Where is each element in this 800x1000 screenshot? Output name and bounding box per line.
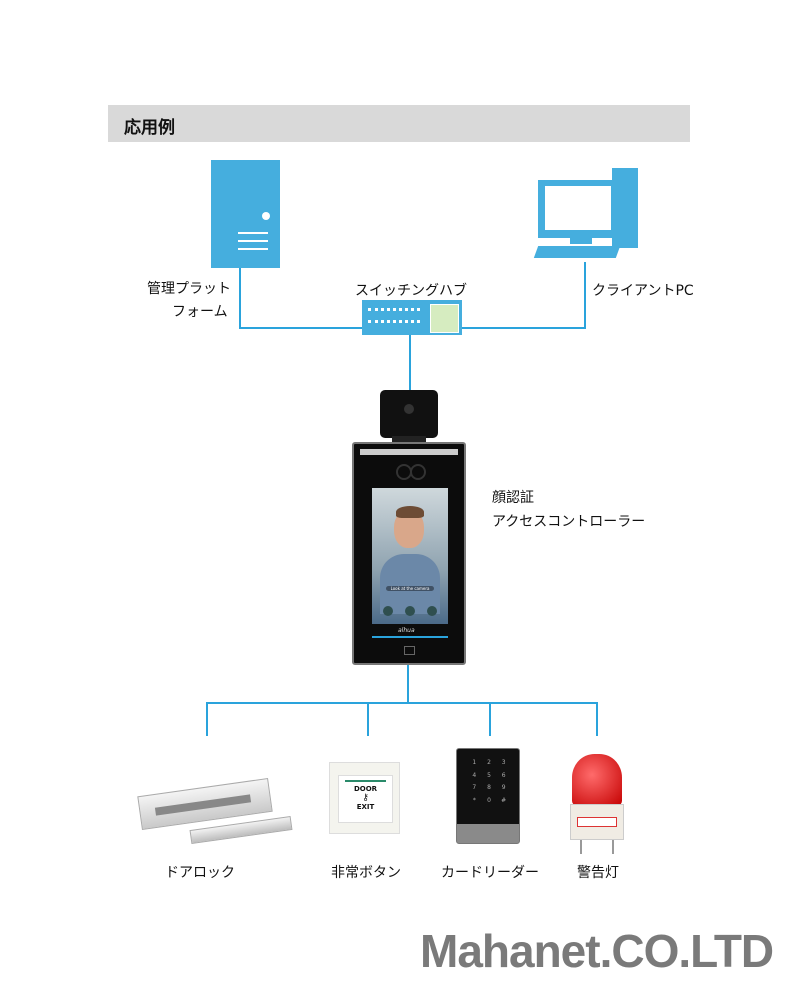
- key[interactable]: 0: [487, 796, 491, 804]
- key[interactable]: 3: [501, 759, 506, 766]
- controller-label-1: 顔認証: [492, 490, 534, 506]
- switching-hub-icon: [362, 300, 462, 335]
- connector-pc-h: [462, 327, 586, 329]
- exit-text-exit: EXIT: [356, 803, 375, 811]
- client-label: クライアントPC: [592, 283, 694, 299]
- door-lock-image: [135, 765, 295, 845]
- key[interactable]: 9: [501, 784, 506, 791]
- key[interactable]: 7: [472, 784, 477, 791]
- key[interactable]: 4: [472, 771, 477, 779]
- client-pc-icon: [530, 166, 640, 262]
- card-reader-image: 1 2 3 4 5 6 7 8 9 * 0 #: [456, 748, 520, 844]
- face-recognition-controller: Look at the camera alhua: [352, 442, 466, 665]
- section-header: 応用例: [108, 105, 690, 142]
- connector-pc: [584, 262, 586, 329]
- controller-label-2: アクセスコントローラー: [492, 514, 646, 530]
- key-icon: ⚷: [362, 793, 369, 803]
- connector-bus: [206, 702, 598, 704]
- key[interactable]: 5: [487, 771, 491, 779]
- brand-logo: alhua: [398, 627, 415, 634]
- connector-controller-down: [407, 665, 409, 703]
- thermal-camera-module: [380, 390, 438, 438]
- key[interactable]: #: [501, 796, 507, 804]
- connector-exit: [367, 702, 369, 736]
- watermark: Mahanet.CO.LTD: [420, 925, 774, 977]
- card-tap-icon: [404, 646, 415, 655]
- connector-server: [239, 268, 241, 329]
- key[interactable]: 2: [487, 759, 491, 766]
- exit-text-door: DOOR: [353, 785, 378, 793]
- key[interactable]: *: [472, 796, 476, 804]
- section-title: 応用例: [124, 118, 175, 138]
- connector-lock: [206, 702, 208, 736]
- connector-reader: [489, 702, 491, 736]
- key[interactable]: 1: [472, 759, 477, 766]
- alarm-lamp-label: 警告灯: [577, 865, 619, 881]
- key[interactable]: 8: [487, 784, 491, 791]
- server-icon: [211, 160, 280, 268]
- door-lock-label: ドアロック: [165, 865, 235, 881]
- server-label-1: 管理プラット: [147, 281, 231, 297]
- card-reader-label: カードリーダー: [441, 865, 539, 881]
- screen-prompt: Look at the camera: [386, 586, 434, 591]
- switch-label: スイッチングハブ: [355, 283, 467, 299]
- exit-button-image: DOOR ⚷ EXIT: [329, 762, 400, 834]
- connector-server-h: [239, 327, 363, 329]
- exit-button-label: 非常ボタン: [331, 865, 401, 881]
- server-label-2: フォーム: [172, 304, 228, 320]
- connector-lamp: [596, 702, 598, 736]
- connector-switch-controller: [409, 335, 411, 390]
- controller-screen: Look at the camera: [372, 488, 448, 624]
- alarm-lamp-image: [568, 752, 626, 856]
- key[interactable]: 6: [501, 771, 506, 779]
